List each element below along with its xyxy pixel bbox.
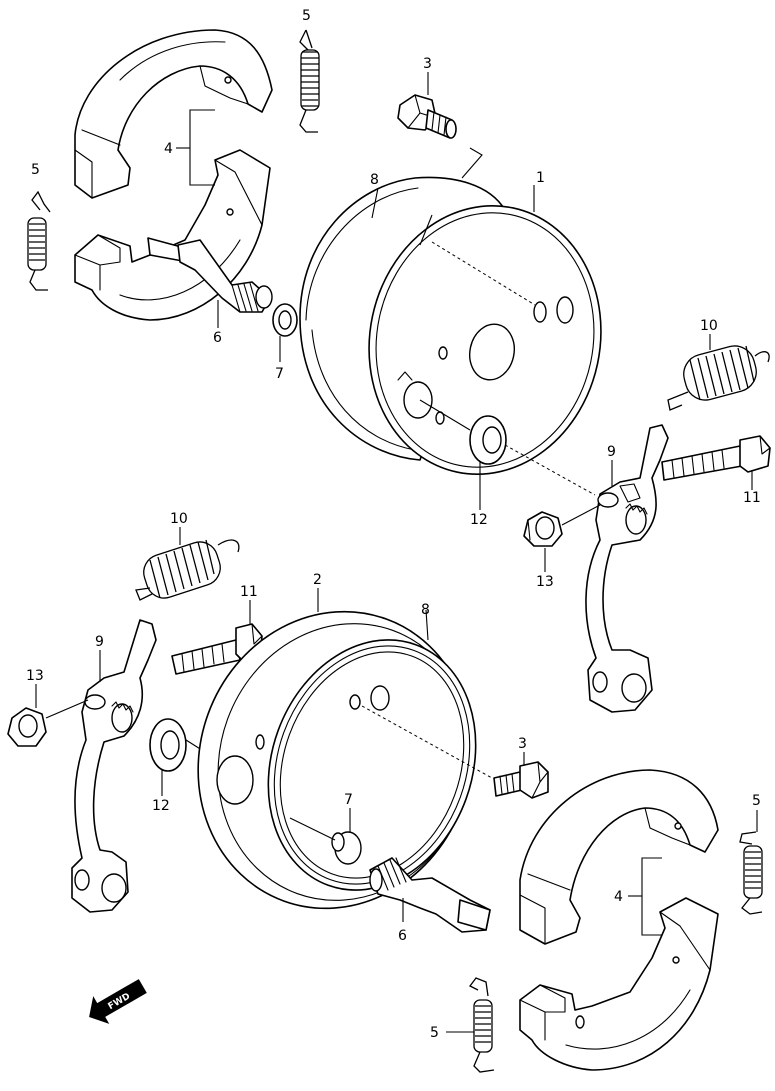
callout-5-top-left: 5	[31, 162, 40, 178]
nut-13-right	[523, 511, 563, 547]
callout-2: 2	[313, 572, 322, 588]
brake-shoe-upper-bottom	[519, 769, 719, 945]
washer-12-left	[149, 718, 187, 772]
nut-13-left	[7, 707, 47, 747]
callout-7-bottom: 7	[344, 792, 353, 808]
bracket-4-top	[189, 109, 215, 186]
brake-drum-8-bottom	[267, 639, 477, 891]
brake-arm-9-left	[71, 619, 157, 913]
callout-3-top: 3	[423, 56, 432, 72]
spring-10-left	[135, 539, 240, 601]
callout-13-right: 13	[536, 574, 554, 590]
spring-5-bottom-center	[469, 977, 495, 1073]
callout-7-top: 7	[275, 366, 284, 382]
callout-12-right: 12	[470, 512, 488, 528]
callout-6-top: 6	[213, 330, 222, 346]
callout-4-bottom: 4	[614, 889, 623, 905]
callout-10-right: 10	[700, 318, 718, 334]
callout-11-right: 11	[743, 490, 761, 506]
spring-5-top-center	[299, 29, 320, 133]
callout-9-right: 9	[607, 444, 616, 460]
callout-4-top: 4	[164, 141, 173, 157]
washer-12-right	[469, 415, 507, 465]
spring-5-bottom-right	[739, 831, 763, 915]
brake-shoe-upper-top	[74, 29, 273, 199]
brake-arm-9-right	[585, 424, 669, 713]
bolt-3-top	[397, 94, 457, 139]
callout-5-top-center: 5	[302, 8, 311, 24]
callout-5-bottom-right: 5	[752, 793, 761, 809]
spring-5-top-left	[27, 190, 51, 291]
callout-13-left: 13	[26, 668, 44, 684]
brake-shoe-lower-bottom	[519, 897, 719, 1071]
callout-6-bottom: 6	[398, 928, 407, 944]
callout-5-bottom-center: 5	[430, 1025, 439, 1041]
brake-camshaft-top	[177, 239, 273, 313]
washer-7-top	[272, 303, 298, 337]
callout-9-left: 9	[95, 634, 104, 650]
bolt-11-right	[661, 435, 771, 481]
callout-11-left: 11	[240, 584, 258, 600]
callout-12-left: 12	[152, 798, 170, 814]
fwd-arrow-icon: FWD	[89, 979, 147, 1024]
callout-1: 1	[536, 170, 545, 186]
callout-8-bottom: 8	[421, 602, 430, 618]
bracket-4-bottom	[641, 857, 662, 936]
callout-3-bottom: 3	[518, 736, 527, 752]
callout-8-top: 8	[370, 172, 379, 188]
bolt-3-bottom	[493, 761, 549, 799]
brake-panel-1-top	[368, 205, 602, 475]
spring-10-right	[667, 345, 770, 411]
brake-camshaft-bottom	[369, 857, 491, 933]
callout-10-left: 10	[170, 511, 188, 527]
